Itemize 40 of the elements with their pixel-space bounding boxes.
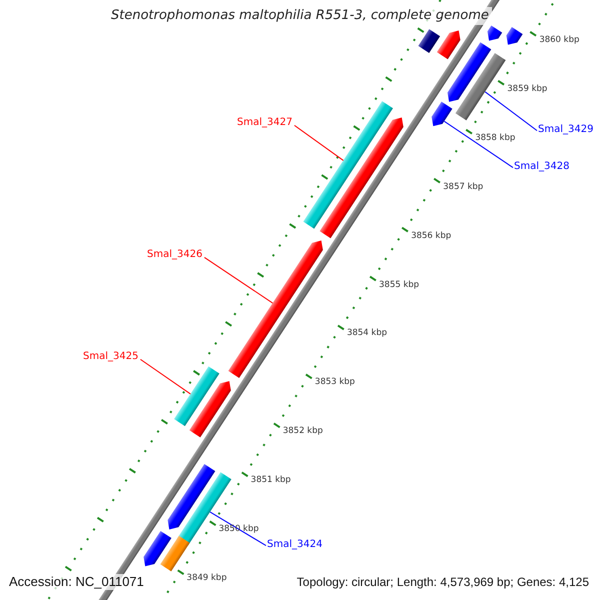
gene-label: Smal_3428: [514, 161, 570, 173]
gene-feature: [432, 102, 452, 126]
gene-feature: [303, 101, 393, 229]
gene-feature: [487, 26, 502, 41]
scale-label: 3852 kbp: [282, 426, 323, 436]
scale-label: 3853 kbp: [314, 377, 355, 388]
scale-label: 3857 kbp: [443, 182, 484, 192]
gene-label: Smal_3427: [237, 117, 292, 129]
gene-feature: [168, 464, 216, 530]
title: Stenotrophomonas maltophilia R551-3, complete genome: [108, 7, 492, 25]
gene-feature: [160, 536, 190, 572]
scale-label: 3859 kbp: [507, 84, 548, 94]
gene-feature: [189, 381, 231, 438]
scale-label: 3860 kbp: [539, 34, 580, 45]
scale-label: 3858 kbp: [475, 132, 516, 143]
gene-label: Smal_3425: [83, 351, 138, 363]
leader-line: [294, 124, 344, 161]
gene-feature: [320, 118, 404, 238]
gene-feature: [174, 366, 220, 426]
gene-label: Smal_3424: [267, 539, 322, 551]
gene-feature: [228, 240, 323, 378]
gene-label: Smal_3426: [147, 249, 202, 261]
leader-line: [210, 511, 266, 546]
scale-label: 3854 kbp: [346, 328, 388, 338]
gene-feature: [447, 42, 492, 102]
gene-feature: [506, 27, 523, 45]
leader-line: [484, 91, 538, 132]
leader-line: [444, 120, 514, 168]
scale-label: 3849 kbp: [186, 573, 227, 584]
scale-label: 3851 kbp: [250, 475, 291, 486]
gene-feature: [455, 52, 506, 120]
scale-label: 3850 kbp: [218, 524, 259, 534]
gene-label: Smal_3429: [538, 124, 594, 136]
gene-feature: [436, 30, 460, 60]
leader-line: [204, 256, 274, 304]
scale-label: 3856 kbp: [411, 230, 452, 241]
gene-feature: [418, 29, 440, 53]
leader-line: [140, 358, 191, 394]
scale-label: 3855 kbp: [379, 280, 420, 290]
gene-feature: [144, 530, 172, 566]
